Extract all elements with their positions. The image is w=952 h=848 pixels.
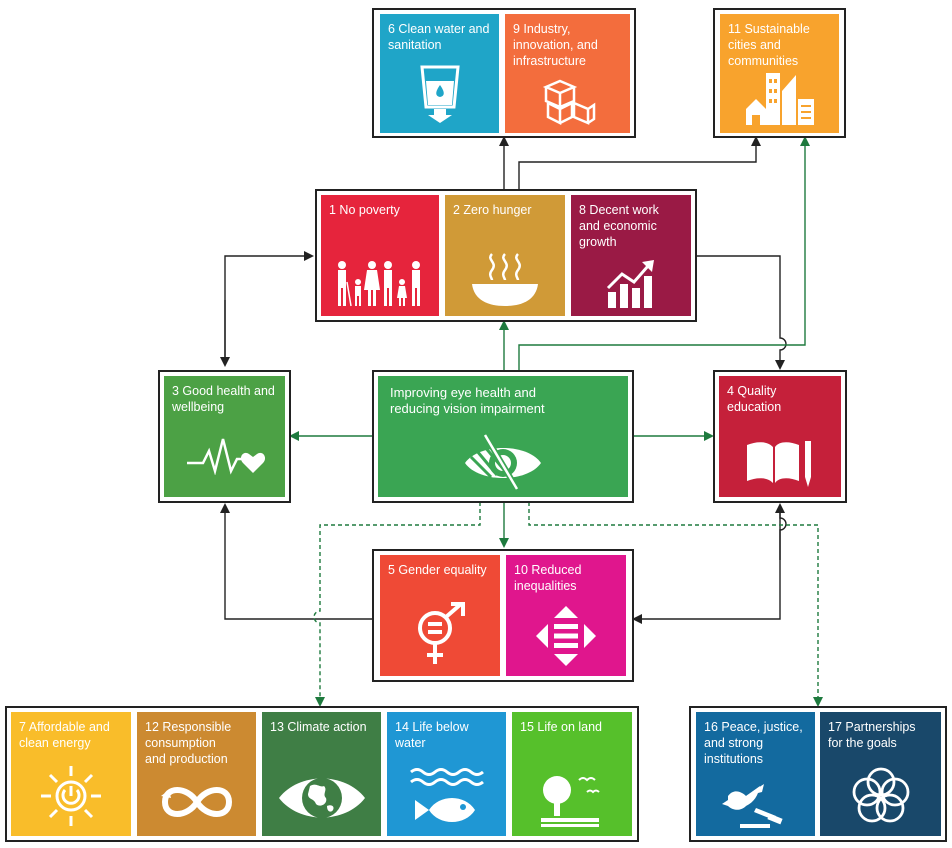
city-icon (720, 69, 839, 125)
rings-icon (820, 764, 941, 828)
arrow-5-to-3 (220, 503, 375, 620)
arrow-center-to-11 (518, 136, 810, 373)
goal-13-tile: 13 Climate action (262, 712, 381, 836)
goal-label: 8 Decent work and economic growth (579, 203, 659, 249)
goal-label: 3 Good health and wellbeing (172, 384, 275, 414)
goal-15-tile: 15 Life on land (512, 712, 632, 836)
goal-label: 16 Peace, justice, and strong institutio… (704, 720, 803, 766)
goal-10-tile: 10 Reduced inequalities (506, 555, 626, 676)
goal-12-tile: 12 Responsible consumption and productio… (137, 712, 256, 836)
goal-label: 4 Quality education (727, 384, 782, 414)
goal-8-tile: 8 Decent work and economic growth (571, 195, 691, 316)
arrow-center-to-7-15 (313, 502, 481, 707)
goal-4-tile: 4 Quality education (719, 376, 841, 497)
goal-5-tile: 5 Gender equality (380, 555, 500, 676)
arrow-top-to-11 (518, 136, 761, 190)
water-icon (380, 63, 499, 125)
goal-2-tile: 2 Zero hunger (445, 195, 565, 316)
arrow-3-1-a (224, 251, 314, 365)
bowl-icon (445, 250, 565, 308)
goal-label: 14 Life below water (395, 720, 469, 750)
goal-label: 13 Climate action (270, 720, 367, 734)
arrow-10-4-a (632, 506, 787, 624)
goal-label: 7 Affordable and clean energy (19, 720, 110, 750)
dove-icon (696, 782, 815, 830)
cubes-icon (505, 79, 630, 125)
fish-icon (387, 766, 506, 828)
goal-label: 5 Gender equality (388, 563, 487, 577)
infinity-icon (137, 782, 256, 822)
goal-label: 11 Sustainable cities and communities (728, 22, 810, 68)
sun-power-icon (11, 764, 131, 828)
eye-icon (378, 431, 628, 491)
heartbeat-icon (164, 435, 285, 475)
family-icon (321, 260, 439, 308)
goal-14-tile: 14 Life below water (387, 712, 506, 836)
growth-chart-icon (571, 258, 691, 308)
book-icon (719, 437, 841, 489)
goal-17-tile: 17 Partnerships for the goals (820, 712, 941, 836)
goal-11-tile: 11 Sustainable cities and communities (720, 14, 839, 133)
goal-label: 6 Clean water and sanitation (388, 22, 490, 52)
goal-3-tile: 3 Good health and wellbeing (164, 376, 285, 497)
goal-7-tile: 7 Affordable and clean energy (11, 712, 131, 836)
goal-6-tile: 6 Clean water and sanitation (380, 14, 499, 133)
goal-label: 12 Responsible consumption and productio… (145, 720, 232, 766)
goal-label: 2 Zero hunger (453, 203, 532, 217)
goal-label: 9 Industry, innovation, and infrastructu… (513, 22, 598, 68)
goal-label: 1 No poverty (329, 203, 400, 217)
arrows-icon (506, 604, 626, 668)
goal-label: 17 Partnerships for the goals (828, 720, 916, 750)
gender-icon (380, 602, 500, 668)
goal-label: 10 Reduced inequalities (514, 563, 582, 593)
goal-1-tile: 1 No poverty (321, 195, 439, 316)
arrow-center-to-16-17 (528, 502, 823, 707)
goal-label: 15 Life on land (520, 720, 603, 734)
center-label: Improving eye health and reducing vision… (390, 385, 545, 416)
tree-icon (512, 770, 632, 828)
center-tile: Improving eye health and reducing vision… (378, 376, 628, 497)
arrow-8-to-4 (697, 255, 787, 370)
goal-16-tile: 16 Peace, justice, and strong institutio… (696, 712, 815, 836)
globe-eye-icon (262, 768, 381, 828)
goal-9-tile: 9 Industry, innovation, and infrastructu… (505, 14, 630, 133)
